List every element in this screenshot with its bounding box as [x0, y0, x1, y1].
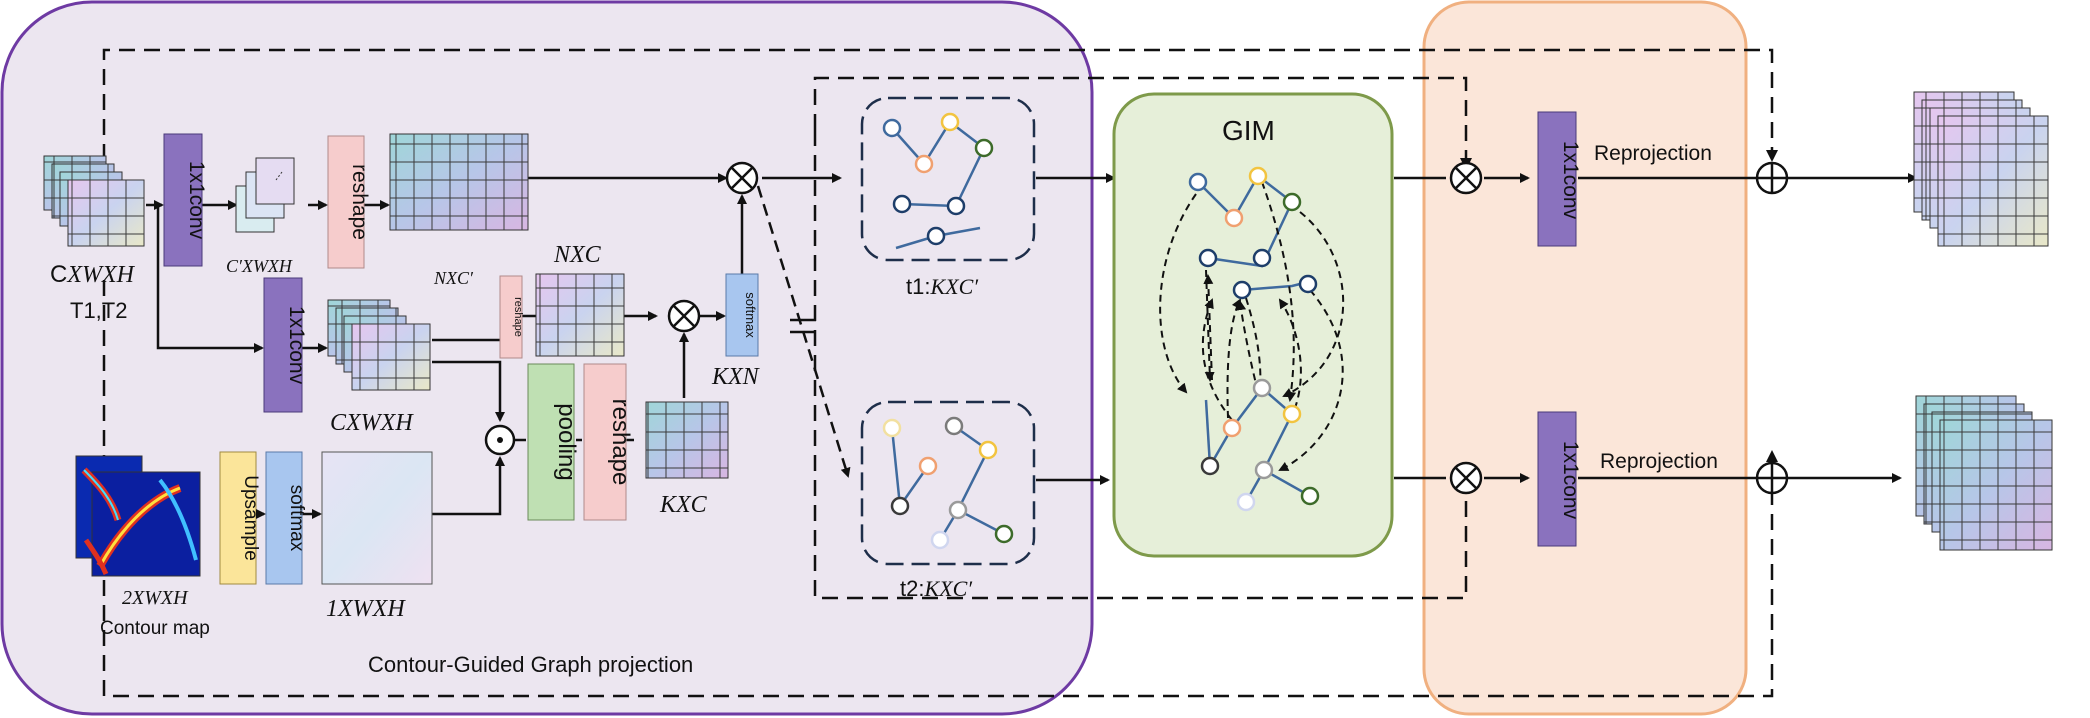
output-feature-stack-bottom: [1915, 395, 2053, 551]
nxc-grid: [535, 273, 625, 357]
upsample-block: [219, 451, 257, 585]
input-feature-stack: [43, 155, 145, 247]
dashed-diagonal-arrows: [756, 185, 851, 478]
dot-product-op: [484, 424, 516, 456]
gim-module: [1112, 92, 1394, 558]
reshape-block-small: [499, 275, 523, 359]
kxn-label: KXN: [711, 364, 761, 390]
softmax-block-small: [725, 273, 759, 357]
reprojection-label-bottom: Reprojection: [1600, 450, 1718, 473]
t1-label: t1:KXC′: [906, 274, 979, 299]
conv-block-input: [163, 133, 203, 267]
nxcprime-grid: [389, 133, 529, 231]
reshape-block-top: [327, 135, 365, 269]
multiply-op-reproj-top: [1449, 161, 1483, 195]
upsample-block-label: Upsample: [240, 475, 261, 561]
gim-title: GIM: [1222, 115, 1275, 146]
graph-t1: [860, 96, 1036, 262]
graph-t2: [860, 400, 1036, 566]
conv-block-reproj-bottom: [1537, 411, 1577, 547]
cxwxh-label: CXWXH: [330, 410, 414, 436]
input-dim-label: CXWXH: [50, 261, 136, 288]
reprojection-region: [1422, 0, 1748, 716]
output-feature-stack-top: [1913, 91, 2049, 247]
conv-block-mid: [263, 277, 303, 413]
cxwxh-feature-stack: [327, 299, 431, 391]
add-op-top: [1755, 161, 1789, 195]
kxc-label: KXC: [659, 492, 708, 518]
softmax-block-small-label: softmax: [743, 292, 758, 338]
contour-name-label: Contour map: [100, 618, 210, 639]
add-op-bottom: [1755, 461, 1789, 495]
conv-block-reproj-bottom-label: 1x1conv: [1559, 441, 1582, 520]
reshape-block-small-label: reshape: [512, 297, 524, 337]
pooling-block: [527, 363, 575, 521]
input-name-label: T1,T2: [70, 298, 127, 323]
solid-connectors: [134, 173, 1918, 519]
cprime-label: C′XWXH: [226, 256, 293, 276]
conv-block-mid-label: 1x1conv: [285, 306, 308, 385]
nxcprime-label: NXC′: [433, 268, 474, 288]
attention-map: [321, 451, 433, 585]
reshape-block-mid-label: reshape: [607, 399, 634, 486]
section-title: Contour-Guided Graph projection: [368, 652, 693, 677]
kxc-grid: [645, 401, 729, 479]
t2-label: t2:KXC′: [900, 576, 973, 601]
reshape-block-mid: [583, 363, 627, 521]
softmax-block: [265, 451, 303, 585]
pooling-block-label: pooling: [553, 403, 580, 480]
conv-block-input-label: 1x1conv: [185, 161, 208, 240]
cprime-feature-stack: [235, 157, 295, 233]
multiply-op-reproj-bottom: [1449, 461, 1483, 495]
softmax-block-label: softmax: [286, 485, 307, 552]
multiply-op-top: [725, 161, 759, 195]
onexwxh-label: 1XWXH: [326, 596, 406, 622]
contour-dim-label: 2XWXH: [122, 587, 189, 609]
contour-map-image: [75, 455, 201, 577]
multiply-op-mid: [667, 299, 701, 333]
conv-block-reproj-top-label: 1x1conv: [1559, 141, 1582, 220]
nxc-label: NXC: [553, 242, 602, 268]
reshape-block-top-label: reshape: [348, 164, 371, 240]
conv-block-reproj-top: [1537, 111, 1577, 247]
reprojection-label-top: Reprojection: [1594, 142, 1712, 165]
